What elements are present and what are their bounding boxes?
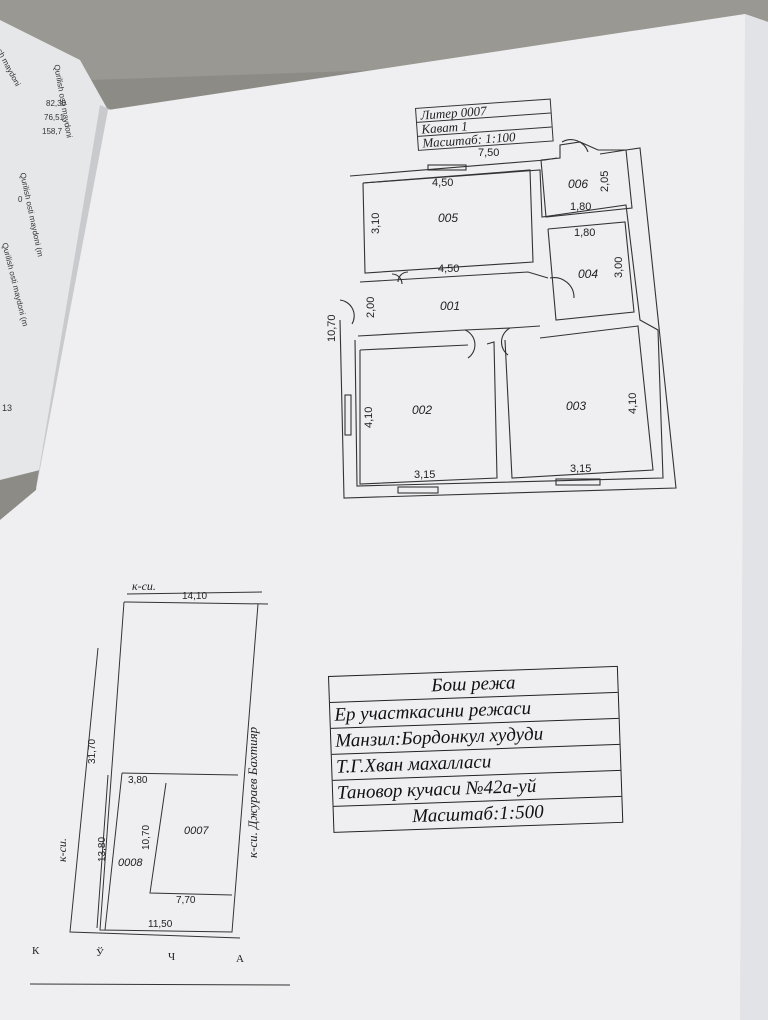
room-005-height: 3,10: [370, 212, 382, 234]
room-001-height: 2,00: [365, 296, 377, 318]
room-005-id: 005: [438, 211, 459, 225]
parcel-side: 0008: [118, 857, 143, 869]
site-left-height: 31,70: [87, 738, 98, 764]
site-plan: [29, 591, 291, 986]
site-right-label: к-си. Джураев Бахтияр: [245, 726, 260, 858]
left-value-2: 76,51: [44, 113, 65, 122]
site-bottom-inner: 7,70: [176, 895, 196, 906]
room-005-width: 4,50: [432, 177, 454, 189]
room-006-height: 2,05: [599, 170, 611, 192]
parcel-main: 0007: [184, 825, 209, 837]
room-001-id: 001: [440, 299, 461, 313]
site-bottom-total: 11,50: [148, 919, 173, 930]
left-zero: 0: [18, 195, 23, 204]
site-left-label: к-си.: [55, 838, 69, 862]
left-value-3: 158,7: [42, 127, 63, 136]
room-003-height: 4,10: [627, 392, 639, 414]
floor-plan: [339, 139, 677, 499]
site-top-label: к-си.: [132, 579, 156, 593]
title-block: Бош режа Ер участкасини режаси Манзил:Бо…: [328, 665, 624, 833]
room-003-id: 003: [566, 399, 587, 413]
room-003-width: 3,15: [570, 463, 592, 475]
compass-ch: Ч: [168, 951, 176, 963]
compass-k: К: [32, 945, 40, 957]
room-006-width: 1,80: [570, 201, 592, 213]
compass-a: А: [236, 953, 244, 965]
room-006-id: 006: [568, 177, 589, 191]
left-digits: 13: [2, 403, 13, 413]
room-004-id: 004: [578, 267, 599, 281]
left-value-1: 82,30: [46, 99, 67, 108]
overall-height: 10,70: [326, 314, 338, 342]
room-002-width: 3,15: [414, 469, 436, 481]
room-002-id: 002: [412, 403, 433, 417]
overall-width: 7,50: [478, 147, 500, 159]
room-002-height: 4,10: [363, 406, 375, 428]
room-005-width2: 4,50: [438, 263, 460, 275]
site-plot-left-height: 13,80: [97, 836, 108, 862]
site-top-width: 14,10: [182, 591, 208, 602]
site-inner-height: 10,70: [141, 824, 152, 850]
room-004-width: 1,80: [574, 227, 596, 239]
site-inner-width: 3,80: [128, 775, 148, 786]
compass-u: Ў: [96, 947, 104, 959]
room-004-height: 3,00: [613, 256, 625, 278]
